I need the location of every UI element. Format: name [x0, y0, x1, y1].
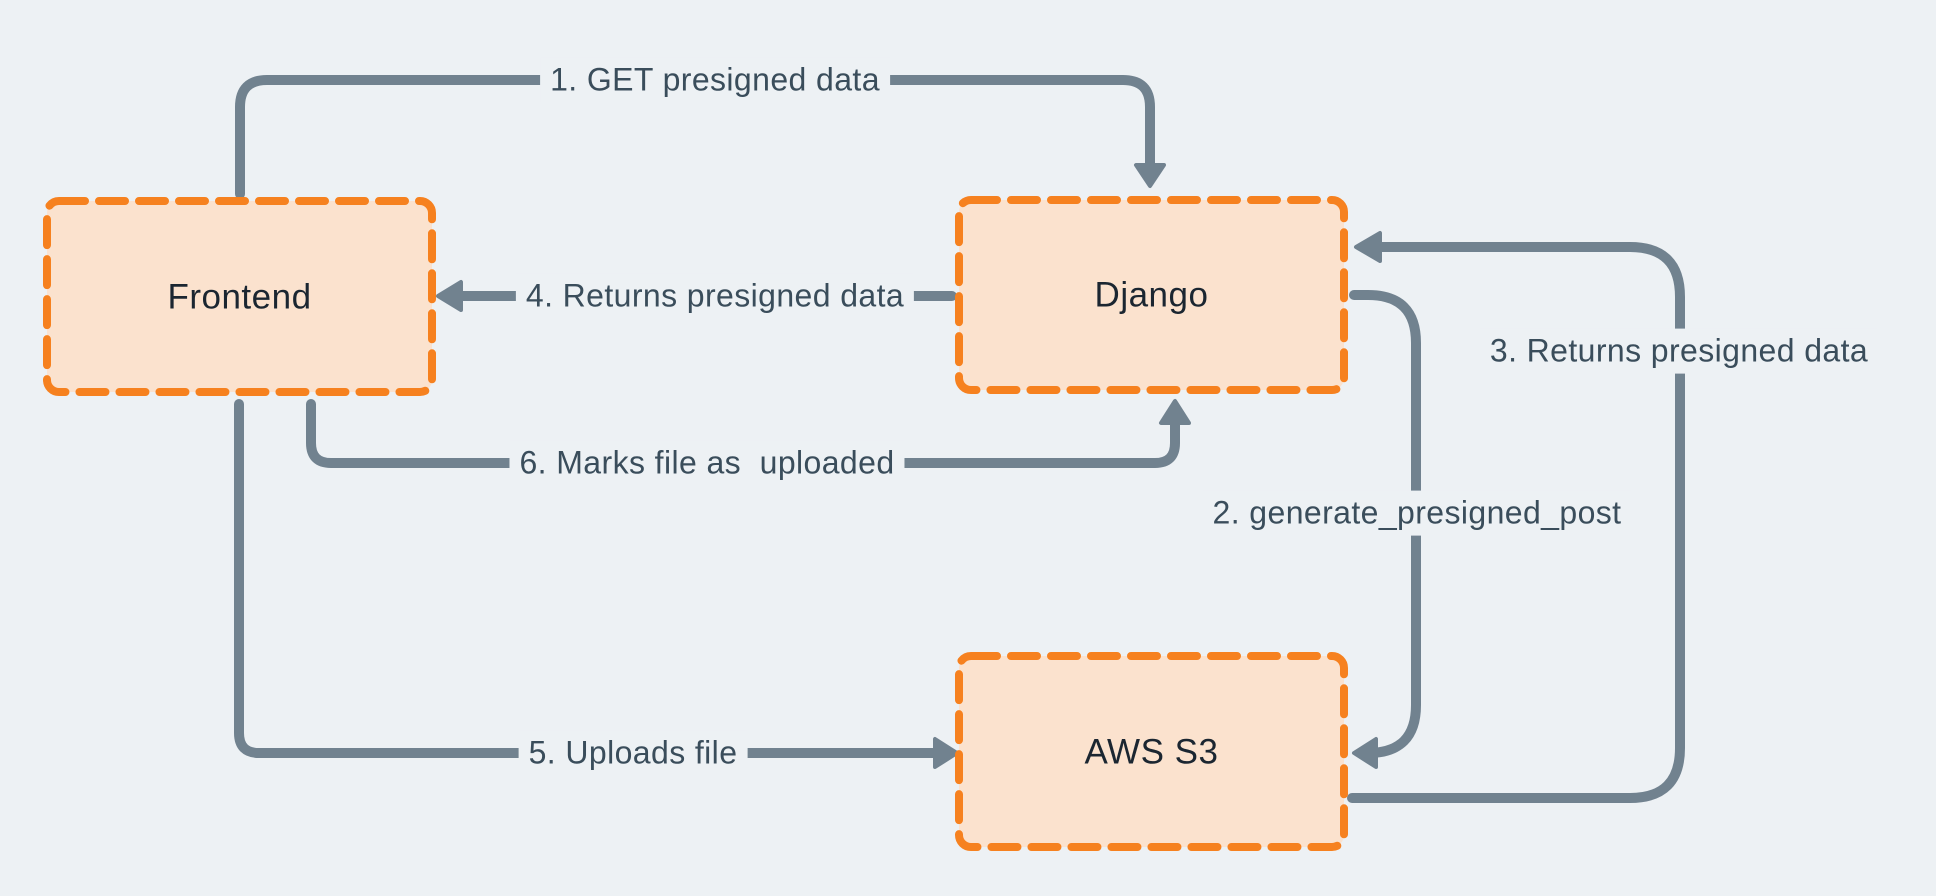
edge-2-arrowhead-icon: [1352, 737, 1378, 769]
edge-4-arrowhead-icon: [436, 280, 463, 312]
node-frontend-label: Frontend: [167, 277, 312, 316]
edge-3-label: 3. Returns presigned data: [1479, 328, 1879, 374]
node-django-box: [955, 196, 1348, 394]
node-frontend-box: [43, 197, 436, 396]
edge-5-path: [234, 399, 938, 758]
edge-5-arrowhead-icon: [933, 737, 959, 769]
node-django-label: Django: [1094, 275, 1209, 315]
edge-6-label: 6. Marks file as uploaded: [509, 440, 905, 486]
edge-3-arrowhead-icon: [1354, 231, 1382, 263]
edge-2-path: [1349, 290, 1421, 758]
edge-2-label: 2. generate_presigned_post: [1202, 490, 1632, 536]
node-aws-s3-box: [955, 652, 1348, 851]
node-aws-s3-label: AWS S3: [1084, 732, 1219, 771]
edge-3-path: [1347, 242, 1685, 803]
edge-1-label: 1. GET presigned data: [540, 57, 890, 103]
edge-1-arrowhead-icon: [1134, 163, 1166, 188]
edge-6-arrowhead-icon: [1159, 399, 1191, 425]
edge-4-label: 4. Returns presigned data: [515, 273, 915, 319]
edge-5-label: 5. Uploads file: [518, 730, 748, 776]
